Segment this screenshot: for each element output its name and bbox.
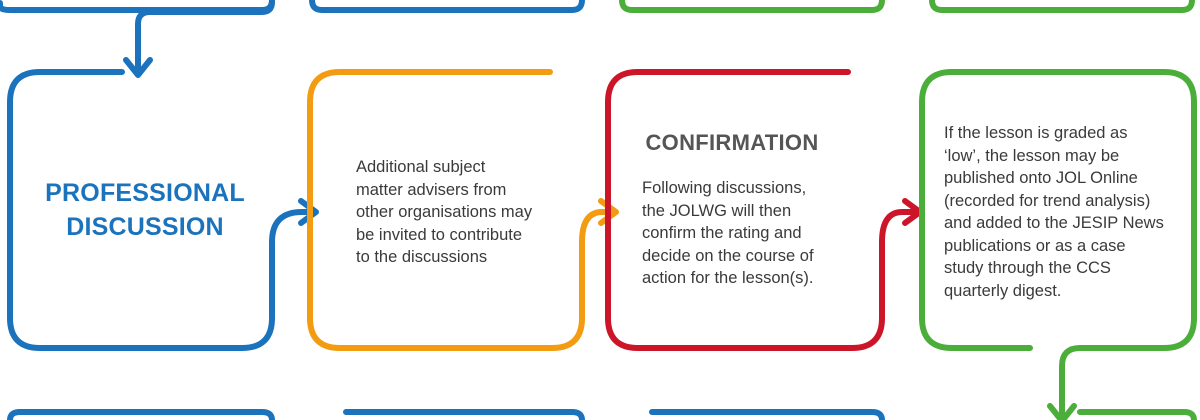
arrow-head-down-discussion	[123, 57, 153, 78]
advisers-text: Additional subject matter advisers from …	[356, 158, 533, 266]
publication-text: If the lesson is graded as ‘low’, the le…	[944, 124, 1164, 300]
prev-row-box-green-2	[929, 0, 1195, 13]
prev-row-box-green-1	[619, 0, 885, 13]
arrow-head-to-advisers	[298, 198, 319, 226]
confirmation-title: CONFIRMATION	[645, 130, 819, 155]
prev-row-box-blue-1	[0, 0, 275, 13]
confirmation-text: Following discussions, the JOLWG will th…	[642, 179, 814, 287]
box-publication-left	[919, 69, 1033, 351]
next-row-box-blue-1	[7, 409, 275, 420]
box-advisers	[307, 69, 615, 351]
next-row-box-blue-2	[343, 409, 585, 420]
box-professional-discussion	[7, 69, 315, 351]
next-row-box-blue-3	[649, 409, 885, 420]
box-confirmation	[605, 69, 919, 351]
connector-down-to-discussion	[135, 0, 275, 75]
prev-row-box-blue-2	[309, 0, 585, 13]
next-row-box-green	[1077, 409, 1197, 420]
box-publication	[949, 69, 1197, 420]
arrow-head-down-next-row	[1047, 403, 1077, 420]
professional-discussion-title: PROFESSIONAL DISCUSSION	[45, 179, 245, 241]
